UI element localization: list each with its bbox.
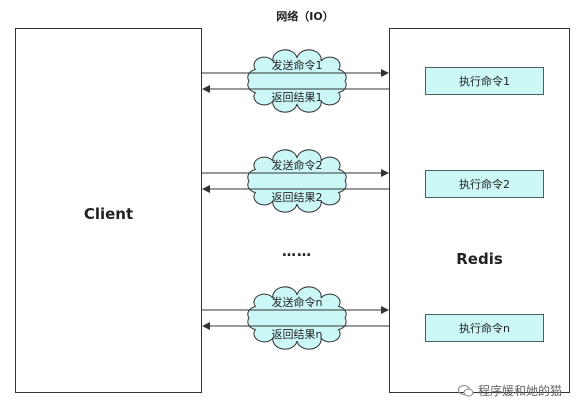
send-command-label-1: 发送命令1 <box>272 58 323 72</box>
exec-command-1-box: 执行命令1 <box>425 67 544 95</box>
send-command-label-n: 发送命令n <box>272 295 323 309</box>
exec-command-2-box: 执行命令2 <box>425 170 544 198</box>
watermark: 程序媛和她的猫 <box>458 382 562 399</box>
wechat-icon <box>458 384 474 396</box>
redis-label: Redis <box>456 250 503 268</box>
watermark-text: 程序媛和她的猫 <box>478 384 563 398</box>
return-result-label-2: 返回结果2 <box>272 191 323 204</box>
network-cloud-1 <box>247 49 347 113</box>
network-label: 网络（IO） <box>276 10 334 23</box>
network-cloud-2 <box>247 149 347 213</box>
return-result-label-1: 返回结果1 <box>272 91 323 104</box>
ellipsis: …… <box>282 244 312 260</box>
send-command-label-2: 发送命令2 <box>272 158 323 172</box>
return-result-label-n: 返回结果n <box>272 328 323 341</box>
client-box: Client <box>15 28 202 393</box>
exec-command-n-box: 执行命令n <box>425 314 544 342</box>
network-cloud-n <box>247 286 347 350</box>
client-label: Client <box>83 205 134 223</box>
